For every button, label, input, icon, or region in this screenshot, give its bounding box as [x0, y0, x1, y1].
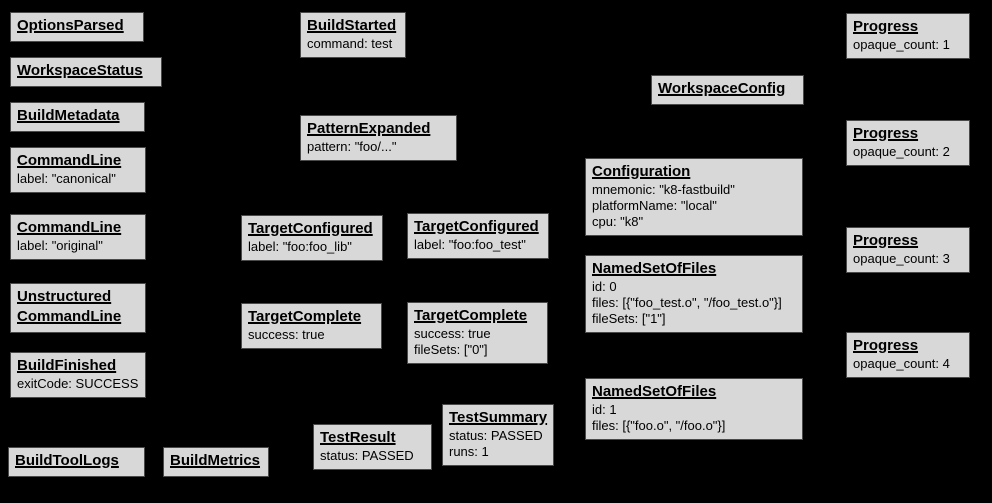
node-field: fileSets: ["0"]: [414, 342, 488, 357]
node-title: Progress: [853, 232, 919, 249]
node-title: TargetComplete: [414, 307, 528, 324]
node-configuration: Configuration mnemonic: "k8-fastbuild" p…: [585, 158, 803, 236]
node-title: TestResult: [320, 429, 396, 446]
node-target-complete-foo-test: TargetComplete success: true fileSets: […: [407, 302, 548, 364]
node-field: platformName: "local": [592, 198, 717, 213]
node-target-configured-foo-lib: TargetConfigured label: "foo:foo_lib": [241, 215, 383, 261]
node-unstructured-command-line: Unstructured CommandLine: [10, 283, 146, 333]
node-title: Configuration: [592, 163, 691, 180]
node-field: cpu: "k8": [592, 214, 644, 229]
node-test-summary: TestSummary status: PASSED runs: 1: [442, 404, 554, 466]
node-title: TargetConfigured: [414, 218, 539, 235]
node-field: opaque_count: 4: [853, 356, 950, 371]
node-field: files: [{"foo.o", "/foo.o"}]: [592, 418, 726, 433]
node-command-line-canonical: CommandLine label: "canonical": [10, 147, 146, 193]
node-title: BuildToolLogs: [15, 452, 119, 469]
node-field: id: 0: [592, 279, 617, 294]
node-title: BuildStarted: [307, 17, 397, 34]
node-field: label: "foo:foo_test": [414, 237, 526, 252]
node-title: CommandLine: [17, 152, 122, 169]
node-title: TargetConfigured: [248, 220, 373, 237]
node-build-tool-logs: BuildToolLogs: [8, 447, 145, 477]
node-field: opaque_count: 3: [853, 251, 950, 266]
node-title: Unstructured: [17, 288, 112, 305]
node-field: mnemonic: "k8-fastbuild": [592, 182, 735, 197]
node-workspace-status: WorkspaceStatus: [10, 57, 162, 87]
node-title: TargetComplete: [248, 308, 362, 325]
node-build-metadata: BuildMetadata: [10, 102, 145, 132]
node-field: success: true: [248, 327, 325, 342]
node-command-line-original: CommandLine label: "original": [10, 214, 146, 260]
node-progress-1: Progress opaque_count: 1: [846, 13, 970, 59]
node-pattern-expanded: PatternExpanded pattern: "foo/...": [300, 115, 457, 161]
node-options-parsed: OptionsParsed: [10, 12, 144, 42]
node-title: OptionsParsed: [17, 17, 124, 34]
node-field: label: "canonical": [17, 171, 116, 186]
node-field: id: 1: [592, 402, 617, 417]
node-title: WorkspaceConfig: [658, 80, 786, 97]
node-title: BuildMetadata: [17, 107, 120, 124]
node-field: pattern: "foo/...": [307, 139, 397, 154]
node-target-configured-foo-test: TargetConfigured label: "foo:foo_test": [407, 213, 549, 259]
node-title: Progress: [853, 125, 919, 142]
node-field: runs: 1: [449, 444, 489, 459]
node-build-started: BuildStarted command: test: [300, 12, 406, 58]
node-progress-4: Progress opaque_count: 4: [846, 332, 970, 378]
node-title: CommandLine: [17, 219, 122, 236]
node-title: WorkspaceStatus: [17, 62, 143, 79]
node-target-complete-foo-lib: TargetComplete success: true: [241, 303, 382, 349]
node-test-result: TestResult status: PASSED: [313, 424, 432, 470]
node-field: opaque_count: 2: [853, 144, 950, 159]
node-title: BuildMetrics: [170, 452, 261, 469]
node-field: opaque_count: 1: [853, 37, 950, 52]
node-title: Progress: [853, 337, 919, 354]
node-field: label: "foo:foo_lib": [248, 239, 352, 254]
node-title: PatternExpanded: [307, 120, 431, 137]
node-title: BuildFinished: [17, 357, 117, 374]
node-field: fileSets: ["1"]: [592, 311, 666, 326]
node-title: TestSummary: [449, 409, 548, 426]
node-field: status: PASSED: [320, 448, 414, 463]
node-field: success: true: [414, 326, 491, 341]
node-field: label: "original": [17, 238, 103, 253]
node-title: Progress: [853, 18, 919, 35]
node-title: NamedSetOfFiles: [592, 383, 717, 400]
node-named-set-of-files-0: NamedSetOfFiles id: 0 files: [{"foo_test…: [585, 255, 803, 333]
node-workspace-config: WorkspaceConfig: [651, 75, 804, 105]
node-progress-2: Progress opaque_count: 2: [846, 120, 970, 166]
node-named-set-of-files-1: NamedSetOfFiles id: 1 files: [{"foo.o", …: [585, 378, 803, 440]
node-field: files: [{"foo_test.o", "/foo_test.o"}]: [592, 295, 782, 310]
node-title: CommandLine: [17, 308, 122, 325]
node-field: exitCode: SUCCESS: [17, 376, 139, 391]
node-progress-3: Progress opaque_count: 3: [846, 227, 970, 273]
node-build-finished: BuildFinished exitCode: SUCCESS: [10, 352, 146, 398]
node-field: command: test: [307, 36, 393, 51]
node-build-metrics: BuildMetrics: [163, 447, 269, 477]
node-title: NamedSetOfFiles: [592, 260, 717, 277]
node-field: status: PASSED: [449, 428, 543, 443]
